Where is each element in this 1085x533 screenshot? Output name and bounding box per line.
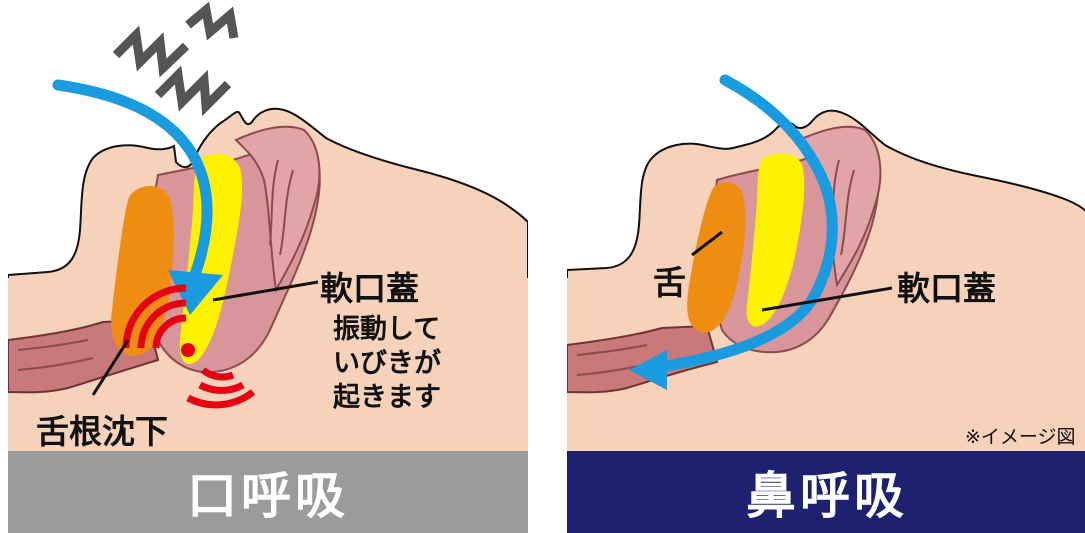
image-note: ※イメージ図 <box>965 422 1076 449</box>
snore-zigzag-3 <box>188 10 234 38</box>
label-tongue-base: 舌根沈下 <box>36 405 168 453</box>
label-vibration-2: いびきが <box>333 347 441 381</box>
label-vibration-1: 振動して <box>333 313 440 347</box>
label-soft-palate: 軟口蓋 <box>320 262 419 310</box>
label-soft-palate: 軟口蓋 <box>897 262 996 310</box>
snore-zigzag-1 <box>116 35 186 68</box>
label-tongue: 舌 <box>653 256 686 304</box>
snore-zigzag-2 <box>158 75 228 106</box>
panel-mouth-breathing: 軟口蓋 振動して いびきが 起きます 舌根沈下 口呼吸 <box>8 0 528 533</box>
panel-title-mouth-breathing: 口呼吸 <box>187 456 349 528</box>
panel-nose-breathing: 舌 軟口蓋 ※イメージ図 鼻呼吸 <box>567 0 1085 533</box>
panel-title-nose-breathing: 鼻呼吸 <box>746 456 908 528</box>
label-vibration-3: 起きます <box>333 381 441 415</box>
footer-mouth-breathing: 口呼吸 <box>8 451 528 533</box>
footer-nose-breathing: 鼻呼吸 <box>567 451 1085 533</box>
